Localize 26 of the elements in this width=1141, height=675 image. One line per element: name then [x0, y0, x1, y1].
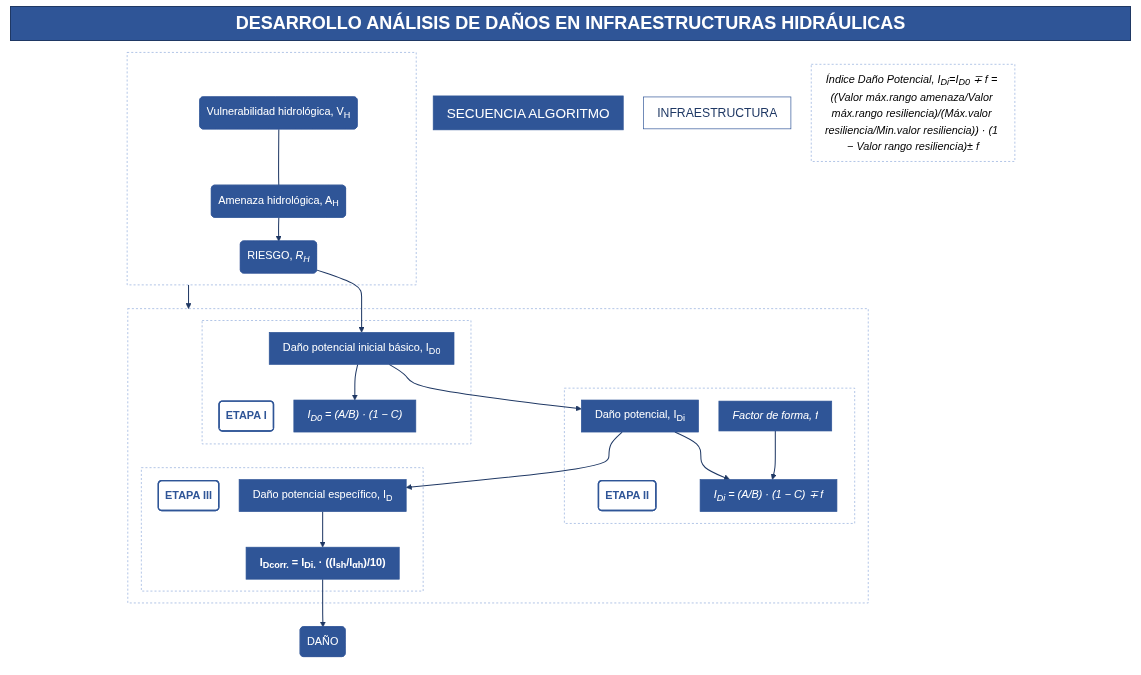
cluster	[563, 387, 855, 524]
node-box: INFRAESTRUCTURA	[642, 96, 791, 130]
arrow	[185, 284, 192, 309]
arrow	[405, 431, 623, 490]
arrow	[388, 363, 582, 412]
node-box: I$_{Dcorr.}$ = I$_{Di.}$ · ((I$_{sh}$/I$_{αh}$)/10)	[245, 546, 400, 580]
node-box: Factor de forma, f	[718, 400, 832, 432]
cluster	[126, 308, 869, 604]
arrow	[319, 578, 326, 628]
connector	[277, 128, 279, 187]
node-box: SECUENCIA ALGORITMO	[432, 95, 624, 131]
cluster	[201, 320, 471, 445]
node-box: Daño potencial específico, I$_{D}$	[238, 479, 407, 512]
node-box: Daño potencial inicial básico, I$_{D0}$	[268, 332, 454, 365]
node-box: Daño potencial, I$_{Di}$	[580, 399, 699, 433]
arrow	[319, 511, 326, 548]
arrow	[770, 430, 777, 480]
title-banner: DESARROLLO ANÁLISIS DE DAÑOS EN INFRAESTRUCTURAS HIDRÁULICAS	[10, 6, 1131, 41]
arrow	[275, 217, 282, 242]
arrow	[351, 363, 358, 401]
node-box: I$_{Di}$ = (A/B) · (1 − C) ∓ f	[699, 479, 837, 512]
cluster	[126, 52, 417, 286]
arrow	[315, 269, 365, 333]
node-box: I$_{D0}$ = (A/B) · (1 − C)	[293, 399, 416, 433]
cluster	[140, 467, 423, 592]
node-box: Índice Daño Potencial, I$_{Di}$=I$_{D0}$ ∓ f = ((Valor máx.rango amenaza/Valor máx.rango resiliencia)/(Máx.valor resiliencia/Min.valor resiliencia)) · (1 − Valor rango resiliencia)± f	[810, 63, 1015, 162]
